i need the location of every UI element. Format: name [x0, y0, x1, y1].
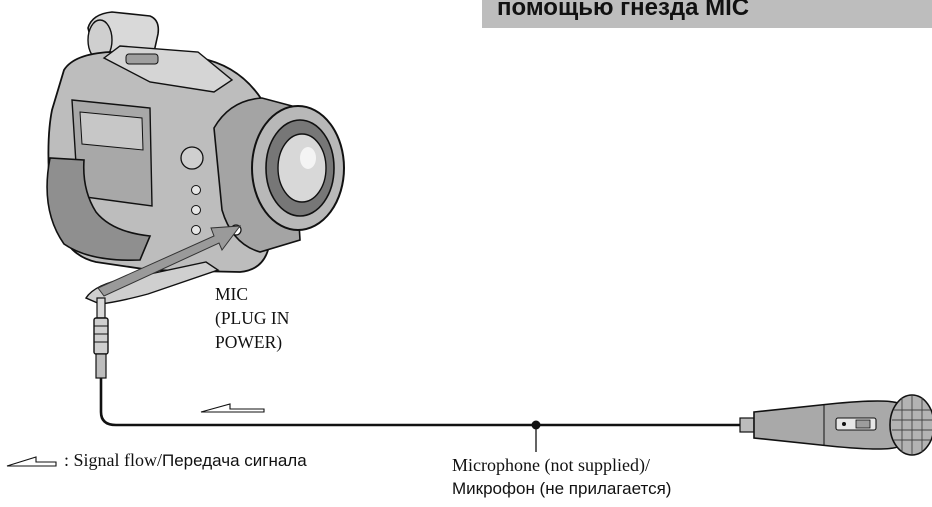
- camcorder-illustration: [46, 11, 345, 305]
- legend-text-en: : Signal flow/: [64, 450, 162, 470]
- signal-flow-arrow-icon: [6, 455, 57, 467]
- signal-flow-legend: : Signal flow/Передача сигнала: [6, 450, 307, 471]
- mic-caption-en: Microphone (not supplied)/: [452, 455, 650, 475]
- legend-text-ru: Передача сигнала: [162, 450, 307, 470]
- mic-jack-label-line2: (PLUG IN: [215, 308, 290, 328]
- mic-caption-ru: Микрофон (не прилагается): [452, 479, 672, 498]
- mic-cable: [99, 378, 742, 427]
- microphone-caption: Microphone (not supplied)/ Микрофон (не …: [452, 454, 671, 500]
- mic-jack-label: MIC (PLUG IN POWER): [215, 282, 289, 354]
- mic-jack-label-line1: MIC: [215, 284, 249, 304]
- mic-plug: [93, 297, 109, 379]
- page-title: помощью гнезда MIC: [497, 0, 750, 21]
- cable-signal-arrow-icon: [200, 403, 265, 413]
- header-bar: [482, 0, 932, 28]
- plug-in-arrow: [97, 225, 242, 297]
- mic-jack-label-line3: POWER): [215, 332, 283, 352]
- microphone-illustration: [739, 394, 932, 456]
